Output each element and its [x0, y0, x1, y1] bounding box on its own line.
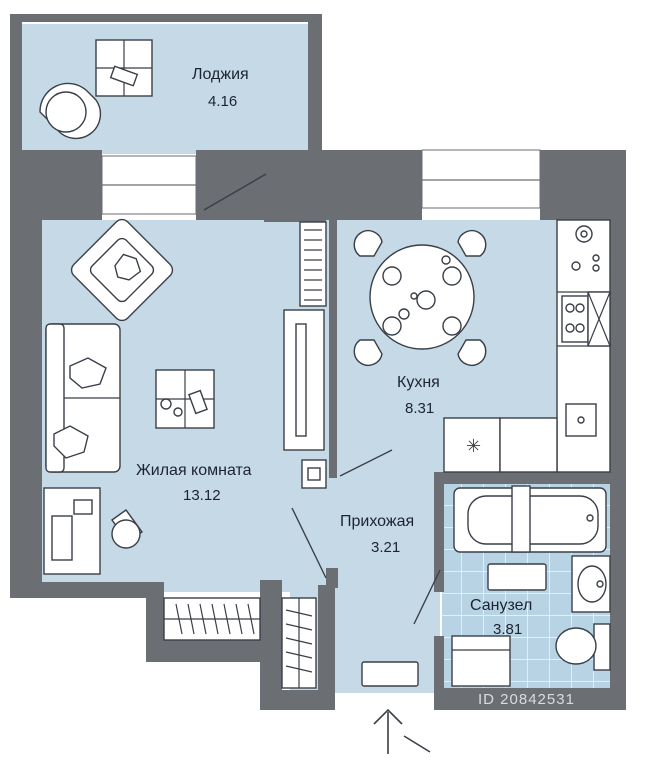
- loggia-right-wall: [308, 14, 322, 154]
- desk: [43, 487, 143, 575]
- entrance-mat: [361, 661, 419, 687]
- loggia-furniture: [39, 39, 153, 140]
- bookshelf: [299, 221, 327, 307]
- door-bathroom: [413, 569, 441, 625]
- right-outer-wall: [610, 150, 626, 710]
- coffee-table: [155, 369, 215, 429]
- living-area: 13.12: [183, 487, 221, 504]
- top-wall-mid-block: [326, 150, 422, 220]
- entrance-arrow-icon: [373, 708, 431, 754]
- hallway-area: 3.21: [371, 539, 400, 556]
- fridge: [443, 417, 501, 473]
- living-name: Жилая комната: [136, 462, 252, 479]
- door-living: [291, 507, 327, 579]
- loggia-top-wall: [10, 14, 320, 22]
- washbasin: [571, 555, 611, 613]
- loggia-name: Лоджия: [192, 66, 249, 83]
- closet-right-wall: [260, 580, 282, 710]
- partition-post: [326, 568, 338, 588]
- door-loggia: [203, 173, 267, 211]
- snowflake-icon: ✳: [466, 436, 481, 457]
- bathroom-name: Санузел: [470, 597, 532, 614]
- closet-bottom-wall: [146, 640, 278, 662]
- hall-left-wall: [318, 585, 335, 710]
- bathroom-area: 3.81: [493, 621, 522, 638]
- top-wall-left: [10, 150, 102, 220]
- watermark: ID 20842531: [478, 691, 575, 708]
- walls: [10, 14, 626, 710]
- kitchen-name: Кухня: [397, 374, 440, 391]
- top-wall-right: [264, 150, 326, 222]
- loggia-area: 4.16: [208, 93, 237, 110]
- window-kitchen: [421, 149, 541, 209]
- room-labels: Лоджия 4.16 Жилая комната 13.12 Кухня 8.…: [136, 66, 532, 638]
- tv-unit: [283, 309, 325, 451]
- kitchen-counter: ✳: [443, 219, 611, 473]
- hallway-name: Прихожая: [340, 513, 414, 530]
- sofa: [45, 323, 121, 473]
- left-outer-wall: [10, 150, 42, 598]
- bathtub: [453, 485, 607, 553]
- washing-machine: [451, 635, 511, 687]
- bathroom-left-wall: [434, 472, 444, 592]
- bottom-wall-right: [434, 688, 626, 710]
- closet-left-wall: [146, 582, 164, 652]
- living-furniture: [43, 218, 327, 689]
- bathroom-furniture: [451, 485, 611, 687]
- partition-kitchen-living: [329, 220, 337, 478]
- bathroom-top-wall: [434, 472, 610, 484]
- wardrobe: [163, 597, 317, 689]
- bath-mat: [487, 563, 547, 591]
- kitchen-area: 8.31: [405, 400, 434, 417]
- dining-table: [353, 230, 487, 366]
- bottom-wall-left: [10, 582, 160, 598]
- door-kitchen: [339, 449, 393, 477]
- kitchen-furniture: ✳: [353, 219, 611, 473]
- bathroom-left-wall-lower: [434, 636, 444, 696]
- hall-left-bottom-wall: [260, 690, 334, 710]
- doors: [203, 173, 441, 625]
- loggia-left-wall: [10, 14, 22, 156]
- toilet: [555, 623, 611, 671]
- armchair: [70, 218, 174, 322]
